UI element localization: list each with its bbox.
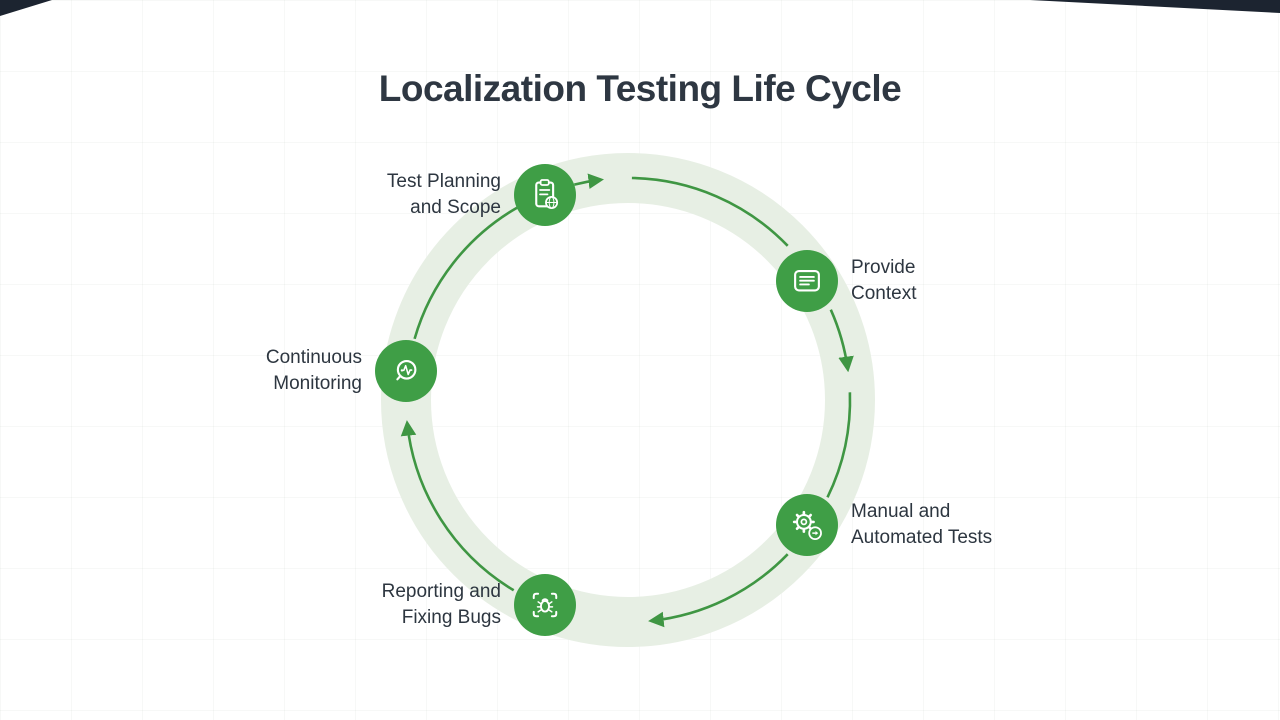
cycle-arrow-3: [829, 309, 854, 373]
stage-node-test-planning: [514, 164, 576, 226]
stage-node-continuous-monitoring: [375, 340, 437, 402]
cycle-arrow-5: [648, 553, 789, 628]
stage-label-continuous-monitoring: Continuous Monitoring: [266, 345, 362, 397]
document-lines-icon: [794, 269, 820, 292]
stage-label-line: Test Planning: [386, 171, 501, 192]
cycle-arc-4: [826, 392, 852, 498]
stage-label-line: and Scope: [410, 197, 501, 218]
stage-label-line: Continuous: [265, 347, 362, 368]
stage-label-line: Reporting and: [381, 581, 501, 602]
stage-label-manual-automated-tests: Manual and Automated Tests: [851, 499, 992, 551]
stage-label-reporting-fixing-bugs: Reporting and Fixing Bugs: [382, 579, 501, 631]
clipboard-globe-icon: [535, 179, 559, 209]
bug-scan-icon: [532, 592, 558, 618]
cycle-arc-2: [631, 176, 789, 247]
cycle-arc-7: [413, 206, 518, 340]
stage-label-line: Manual and: [851, 501, 951, 522]
stage-node-manual-automated-tests: [776, 494, 838, 556]
stage-label-test-planning: Test Planning and Scope: [387, 169, 501, 221]
cycle-ring: [381, 153, 875, 647]
gear-automation-icon: [792, 510, 822, 540]
stage-label-line: Provide: [851, 257, 916, 278]
diagram-title: Localization Testing Life Cycle: [378, 68, 902, 109]
stage-node-reporting-fixing-bugs: [514, 574, 576, 636]
stage-node-provide-context: [776, 250, 838, 312]
stage-label-line: Fixing Bugs: [401, 607, 501, 628]
stage-label-line: Automated Tests: [851, 527, 993, 548]
stage-label-line: Monitoring: [273, 373, 362, 394]
pulse-monitor-icon: [396, 359, 417, 381]
stage-label-line: Context: [851, 283, 917, 304]
cycle-arrow-6: [400, 420, 515, 592]
stage-label-provide-context: Provide Context: [851, 255, 916, 307]
